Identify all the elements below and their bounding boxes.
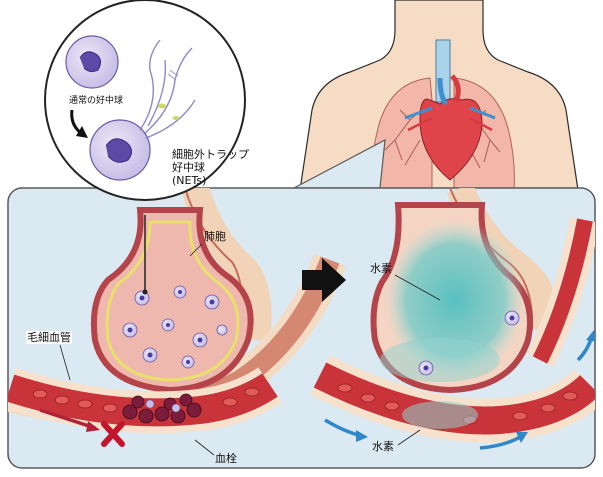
label-capillary: 毛細血管: [26, 331, 72, 344]
label-hydrogen-alveolus: 水素: [370, 262, 392, 275]
human-torso: [300, 0, 578, 190]
label-nets-line2: 好中球: [172, 161, 205, 174]
label-hydrogen-vessel: 水素: [372, 440, 394, 453]
label-nets-line3: (NETs): [172, 174, 206, 187]
label-nets-line1: 細胞外トラップ: [172, 148, 249, 161]
label-normal-neutrophil: 通常の好中球: [69, 96, 123, 107]
label-thrombus: 血栓: [215, 452, 237, 465]
label-alveolus: 肺胞: [204, 230, 226, 243]
